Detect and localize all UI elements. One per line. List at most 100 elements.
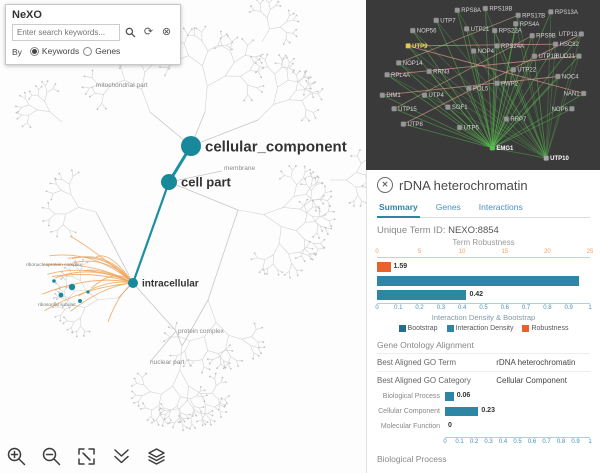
ontology-node-label: intracellular bbox=[142, 279, 199, 290]
search-mode-keywords[interactable]: Keywords bbox=[29, 46, 79, 56]
gene-node[interactable] bbox=[552, 41, 559, 47]
ontology-cluster-node[interactable] bbox=[58, 292, 64, 298]
axis-tick: 0 bbox=[375, 249, 379, 255]
ontology-node[interactable] bbox=[128, 278, 138, 288]
gene-node[interactable] bbox=[410, 27, 416, 34]
gene-node-label: RPL4A bbox=[391, 73, 410, 79]
gene-node[interactable] bbox=[421, 92, 428, 98]
layers-button[interactable] bbox=[144, 444, 169, 469]
network-edge bbox=[403, 33, 582, 125]
network-edge bbox=[494, 30, 547, 159]
gene-node[interactable] bbox=[445, 104, 451, 110]
gene-node[interactable] bbox=[513, 21, 519, 27]
axis-tick: 0.6 bbox=[527, 439, 537, 445]
axis-tick: 0.6 bbox=[500, 305, 509, 311]
gene-node[interactable] bbox=[384, 72, 390, 78]
gene-node[interactable] bbox=[576, 53, 582, 59]
tab-summary[interactable]: Summary bbox=[377, 199, 420, 218]
legend-item: Bootstrap bbox=[398, 325, 438, 332]
gene-node[interactable] bbox=[569, 106, 575, 112]
fit-to-screen-button[interactable] bbox=[74, 444, 99, 469]
search-input[interactable] bbox=[12, 24, 120, 41]
network-edge bbox=[492, 93, 584, 149]
axis-tick: 0.8 bbox=[543, 305, 552, 311]
gene-node[interactable] bbox=[531, 53, 538, 59]
axis-tick: 0.7 bbox=[542, 439, 551, 445]
axis-tick: 0.9 bbox=[571, 439, 580, 445]
gene-node[interactable] bbox=[515, 12, 521, 19]
search-icon[interactable] bbox=[123, 25, 138, 40]
radio-icon[interactable] bbox=[29, 46, 39, 56]
gene-node[interactable] bbox=[503, 116, 510, 122]
gene-node[interactable] bbox=[548, 9, 554, 15]
network-edge bbox=[435, 20, 547, 159]
detail-tabs: Summary Genes Interactions bbox=[377, 199, 590, 218]
gene-node[interactable] bbox=[456, 124, 463, 131]
legend-item: Robustness bbox=[522, 325, 568, 332]
gene-node[interactable] bbox=[489, 145, 496, 151]
gene-node[interactable] bbox=[433, 17, 439, 24]
gene-node[interactable] bbox=[494, 80, 500, 87]
collapse-button[interactable] bbox=[109, 444, 134, 469]
axis-tick: 0.9 bbox=[564, 305, 573, 311]
ontology-edge-orange bbox=[51, 274, 134, 284]
ontology-cluster-node[interactable] bbox=[86, 290, 90, 294]
close-icon[interactable]: ✕ bbox=[377, 177, 393, 193]
network-edge bbox=[545, 55, 580, 159]
gene-node[interactable] bbox=[578, 31, 584, 37]
search-mode-genes[interactable]: Genes bbox=[83, 46, 120, 56]
gene-node[interactable] bbox=[543, 155, 549, 161]
gene-node[interactable] bbox=[463, 26, 470, 32]
ontology-edge-orange bbox=[47, 269, 134, 284]
gene-node[interactable] bbox=[379, 92, 386, 98]
ontology-node[interactable] bbox=[181, 136, 201, 156]
clear-icon[interactable]: ⊗ bbox=[161, 26, 172, 38]
network-edge bbox=[491, 35, 533, 149]
ontology-cluster-node[interactable] bbox=[52, 279, 56, 283]
zoom-out-button[interactable] bbox=[39, 444, 64, 469]
gene-node[interactable] bbox=[396, 60, 402, 66]
gene-node[interactable] bbox=[391, 106, 397, 112]
gene-node-label: SOF1 bbox=[452, 105, 468, 111]
network-edge bbox=[484, 8, 493, 148]
network-edge bbox=[492, 147, 547, 159]
zoom-in-button[interactable] bbox=[4, 444, 29, 469]
gene-node[interactable] bbox=[494, 43, 500, 49]
network-edge bbox=[492, 76, 559, 149]
gene-node[interactable] bbox=[454, 7, 460, 13]
network-edge bbox=[408, 45, 584, 94]
axis-tick: 1 bbox=[588, 439, 592, 445]
gene-node[interactable] bbox=[405, 43, 411, 49]
reset-icon[interactable]: ⟳ bbox=[143, 26, 154, 38]
gene-node[interactable] bbox=[529, 33, 535, 39]
ontology-node[interactable] bbox=[161, 174, 177, 190]
network-edge bbox=[387, 55, 579, 76]
gene-node[interactable] bbox=[555, 73, 561, 80]
network-edge bbox=[496, 45, 547, 159]
radio-icon[interactable] bbox=[83, 46, 93, 56]
gene-node[interactable] bbox=[466, 85, 472, 92]
network-edge bbox=[386, 74, 493, 149]
tab-genes[interactable]: Genes bbox=[435, 202, 461, 212]
gene-node[interactable] bbox=[482, 5, 489, 12]
gene-node[interactable] bbox=[491, 27, 498, 34]
gene-node[interactable] bbox=[470, 48, 477, 54]
app-title: NeXO bbox=[12, 9, 42, 21]
gene-node[interactable] bbox=[426, 68, 432, 75]
ontology-cluster-node[interactable] bbox=[68, 283, 76, 291]
ontology-edge-orange bbox=[95, 255, 134, 284]
network-edge bbox=[491, 69, 514, 149]
gene-node[interactable] bbox=[580, 90, 587, 97]
network-edge bbox=[492, 33, 582, 149]
gene-node[interactable] bbox=[400, 121, 407, 127]
gene-node[interactable] bbox=[510, 66, 517, 73]
ontology-cluster-node[interactable] bbox=[78, 299, 82, 303]
tab-interactions[interactable]: Interactions bbox=[478, 202, 523, 212]
